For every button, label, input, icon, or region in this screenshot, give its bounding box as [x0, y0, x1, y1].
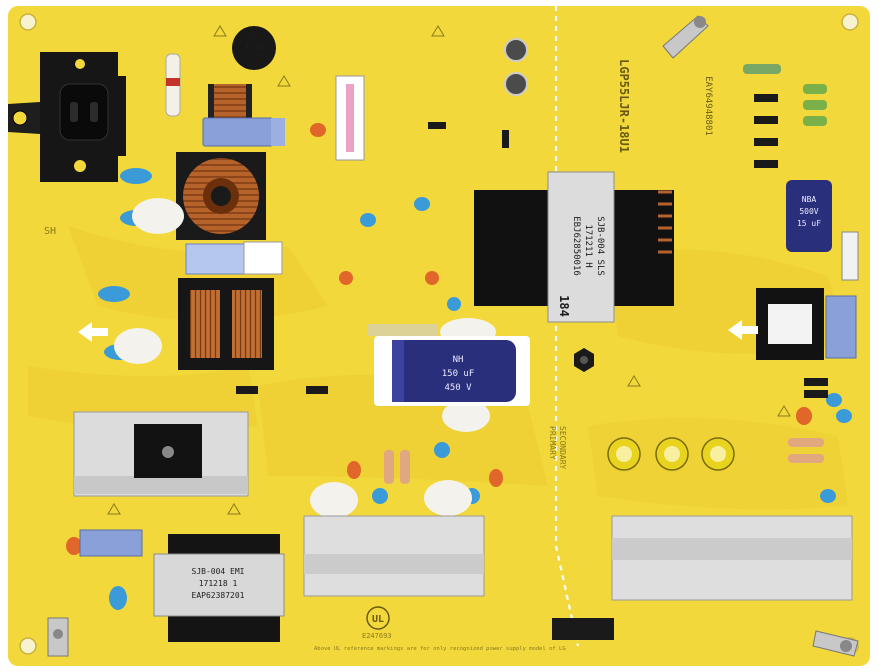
barcode-sticker	[335, 75, 365, 161]
capacitor-box	[79, 529, 143, 557]
x-capacitor	[202, 117, 274, 147]
output-capacitor: NBA 500V 15 uF	[786, 180, 832, 252]
secondary-label: SECONDARY	[558, 426, 567, 470]
bulk-capacitor-line3: 450 V	[444, 383, 472, 393]
diodes	[236, 94, 828, 398]
bottom-connector	[552, 618, 614, 640]
standby-transformer: SJB-004 EMI 171218 1 EAP62387201	[153, 534, 285, 642]
resistors	[384, 64, 827, 484]
output-capacitor-line3: 15 uF	[797, 219, 821, 228]
capacitor-box	[185, 243, 245, 275]
bulk-capacitor-line1: NH	[453, 355, 464, 365]
varistor: SVC 471D 14	[232, 26, 276, 70]
arrow-icon	[728, 320, 758, 340]
varistor-line1: SVC	[247, 33, 262, 42]
label-box	[243, 241, 283, 275]
ul-certification-mark: UL	[366, 606, 390, 630]
fuse	[165, 53, 181, 117]
pcb-drawing: SVC 471D 14	[8, 6, 870, 666]
svg-text:UL: UL	[372, 614, 384, 625]
mounting-nut	[574, 348, 594, 372]
mounting-hole	[19, 637, 37, 655]
ground-lug	[662, 15, 709, 59]
bulk-capacitor: NH 150 uF 450 V	[374, 336, 530, 406]
main-transformer: SJB-004 SLS 171211 H EBJ62850016 184	[474, 171, 674, 323]
secondary-heatsink	[611, 515, 853, 601]
cert-note: Above UL reference markings are for only…	[314, 646, 566, 652]
small-inductor	[208, 84, 252, 118]
varistor-line2: 471D	[244, 43, 263, 52]
main-transformer-line2: 171211 H	[583, 224, 593, 267]
varistor-line3: 14	[249, 53, 259, 62]
board-model-label: LGP55LJR-18U1	[617, 59, 631, 153]
mounting-hole	[19, 13, 37, 31]
board-part-label: EAY64948801	[703, 76, 713, 136]
ground-lug	[812, 630, 859, 657]
mounting-hole	[841, 13, 859, 31]
output-electrolytic-capacitors	[607, 437, 735, 471]
warning-triangles	[107, 25, 791, 515]
bridge-heatsink	[73, 411, 249, 497]
cert-code: E247693	[362, 632, 392, 640]
standby-transformer-line2: 171218 1	[199, 579, 238, 588]
arrow-icon	[78, 322, 108, 342]
ground-lug	[47, 617, 69, 657]
pcb-board: SVC 471D 14	[8, 6, 870, 666]
bulk-capacitor-line2: 150 uF	[442, 369, 475, 379]
sticker	[368, 324, 438, 336]
ac-inlet-connector	[8, 52, 126, 182]
common-mode-choke	[178, 278, 274, 370]
output-capacitor-line1: NBA	[802, 195, 817, 204]
output-capacitor-line2: 500V	[799, 207, 818, 216]
aux-transformer	[756, 288, 857, 360]
toroidal-choke	[176, 152, 266, 240]
standby-transformer-line3: EAP62387201	[192, 591, 245, 600]
primary-label: PRIMARY	[548, 426, 557, 460]
main-transformer-line1: SJB-004 SLS	[595, 216, 605, 276]
output-connector	[841, 231, 859, 281]
standby-transformer-line1: SJB-004 EMI	[192, 567, 245, 576]
side-label: SH	[44, 226, 56, 237]
main-transformer-line3: EBJ62850016	[571, 216, 581, 276]
pfc-heatsink	[303, 515, 485, 597]
ceramic-capacitors	[66, 123, 812, 555]
small-electrolytic-capacitors	[504, 38, 528, 96]
main-transformer-mark: 184	[557, 295, 571, 317]
